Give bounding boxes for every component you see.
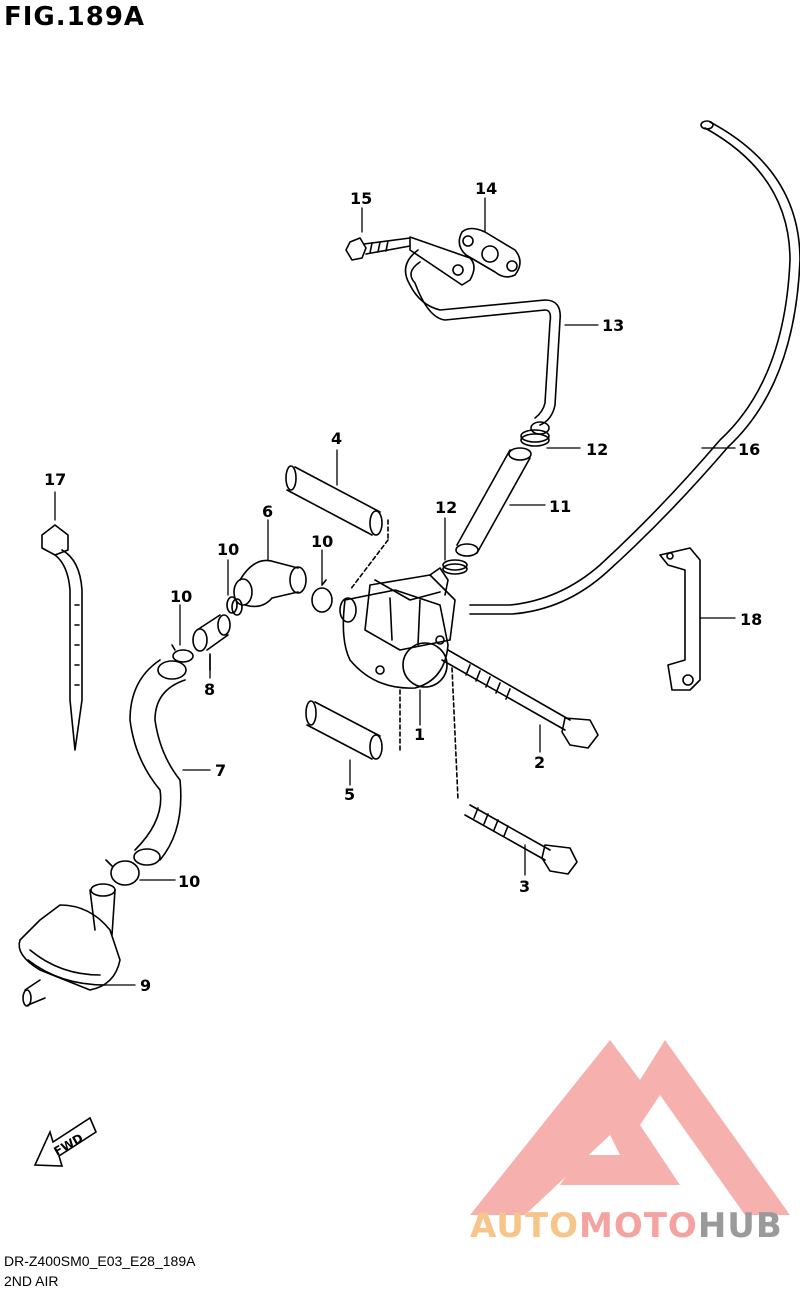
watermark-moto: MOTO [578, 1206, 698, 1246]
watermark-brand: AUTOMOTOHUB [470, 1206, 783, 1246]
watermark-hub: HUB [697, 1206, 783, 1246]
callout-12-lower: 12 [435, 498, 457, 517]
joint-8 [192, 614, 231, 671]
fwd-arrow-icon: FWD [33, 1116, 98, 1167]
clip-10-left [171, 644, 194, 663]
callout-8: 8 [204, 680, 215, 699]
pipe-13 [404, 236, 562, 435]
figure-title: FIG.189A [4, 2, 146, 32]
hose-5 [305, 689, 401, 760]
callout-9: 9 [140, 976, 151, 995]
callout-4: 4 [331, 429, 342, 448]
callout-15: 15 [350, 189, 372, 208]
section-name: 2ND AIR [4, 1273, 59, 1289]
clip-10-mid [226, 596, 243, 616]
callout-10-upper: 10 [311, 532, 333, 551]
callout-17: 17 [44, 470, 66, 489]
leader-lines [54, 197, 736, 986]
filter-9 [18, 883, 121, 1007]
callout-11: 11 [549, 497, 571, 516]
callout-16: 16 [738, 440, 760, 459]
callout-1: 1 [414, 725, 425, 744]
valve-1 [339, 567, 456, 689]
callout-7: 7 [215, 761, 226, 780]
hose-11 [455, 447, 532, 557]
hose-16 [469, 120, 800, 615]
callout-12-upper: 12 [586, 440, 608, 459]
model-code: DR-Z400SM0_E03_E28_189A [4, 1253, 196, 1269]
watermark-auto: AUTO [470, 1206, 579, 1246]
gasket-14 [458, 227, 521, 278]
callout-2: 2 [534, 753, 545, 772]
bracket-18 [659, 547, 701, 691]
bolt-3 [451, 667, 578, 875]
hose-4 [285, 465, 389, 591]
clip-10-upper [311, 579, 333, 613]
hose-7 [129, 659, 187, 866]
clamp-12-lower [442, 559, 468, 575]
callout-3: 3 [519, 877, 530, 896]
callout-10-lower: 10 [178, 872, 200, 891]
clamp-12-upper [520, 429, 550, 447]
bolt-15 [345, 237, 411, 261]
callout-10-left: 10 [170, 587, 192, 606]
bolt-2 [441, 649, 599, 749]
elbow-6 [233, 559, 307, 608]
callout-14: 14 [475, 179, 497, 198]
callout-10-mid: 10 [217, 540, 239, 559]
watermark-logo [470, 1040, 790, 1215]
callout-18: 18 [740, 610, 762, 629]
callout-6: 6 [262, 502, 273, 521]
tie-17 [41, 524, 83, 751]
callout-13: 13 [602, 316, 624, 335]
clip-10-lower [105, 859, 140, 886]
callout-5: 5 [344, 785, 355, 804]
